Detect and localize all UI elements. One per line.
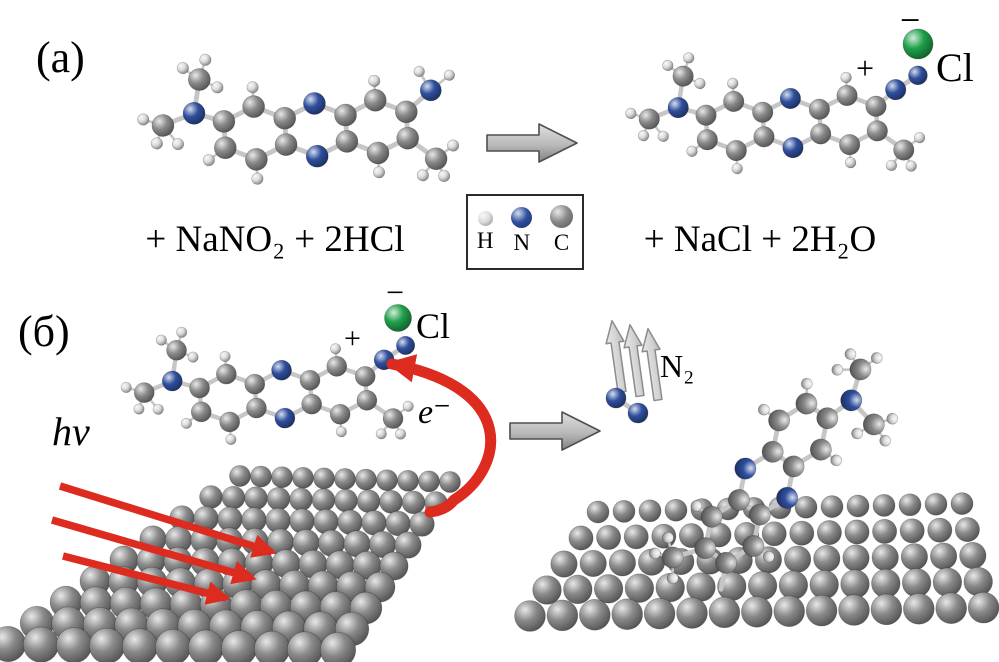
panel-a-label: (а) (36, 33, 85, 82)
photon-label: hν (52, 409, 90, 454)
molecule-grafted (649, 348, 899, 592)
chloride-ion-b (384, 304, 412, 332)
chloride-label-b: Cl (416, 306, 451, 346)
chloride-ion-a (902, 28, 934, 60)
molecule-diazonium-b (120, 326, 416, 445)
products-text: + NaCl + 2H₂O (643, 219, 877, 260)
legend-item-carbon: C (550, 205, 574, 255)
electron-transfer-arrow (386, 354, 497, 518)
diazonium-plus-charge-b: + (344, 322, 361, 355)
legend-label-n: N (513, 230, 531, 255)
chloride-minus-charge-b: − (386, 274, 405, 310)
reagents-text: + NaNO₂ + 2HCl (145, 219, 405, 260)
reaction-block-arrow-b (509, 411, 601, 451)
nitrogen-molecule (605, 387, 649, 424)
hydrogen-sphere-icon (477, 211, 493, 226)
panel-b-label: (б) (18, 307, 70, 356)
light-arrows (50, 482, 277, 605)
electron-label: e⁻ (418, 394, 452, 431)
carbon-sphere-icon (550, 205, 574, 228)
nitrogen-sphere-icon (511, 207, 533, 228)
nitrogen-gas-label: N₂ (660, 348, 695, 384)
legend-label-h: H (476, 228, 494, 253)
legend-label-c: C (553, 230, 570, 255)
graphene-sheet-left (0, 465, 461, 662)
reaction-block-arrow-a (486, 123, 578, 163)
chloride-label-a: Cl (936, 45, 974, 90)
legend-item-hydrogen: H (477, 205, 494, 252)
graphene-sheet-right (514, 492, 999, 632)
diazonium-plus-charge-a: + (856, 50, 875, 86)
legend-item-nitrogen: N (511, 205, 533, 255)
molecule-amine-a (137, 53, 460, 185)
molecule-diazonium-a (625, 52, 928, 175)
legend-box: H N C (466, 194, 584, 270)
nitrogen-release-arrows (605, 319, 663, 402)
chloride-minus-charge-a: − (900, 0, 921, 40)
